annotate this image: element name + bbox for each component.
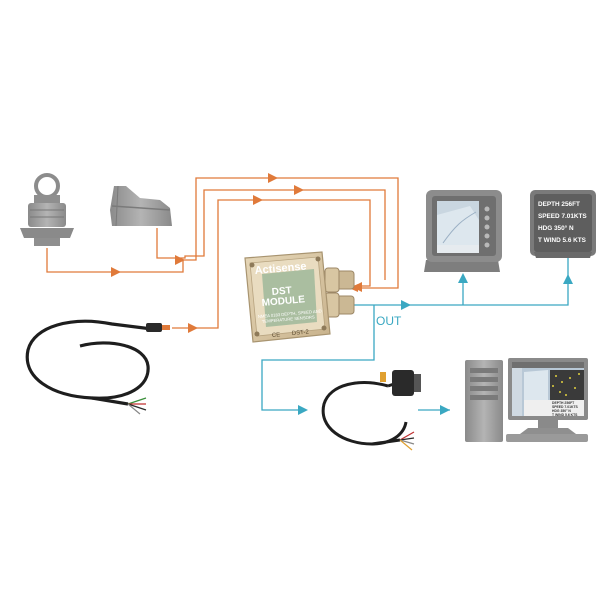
monitor-line3: HDG 350° N	[552, 409, 571, 413]
module-desc-line1: NMEA 0183 DEPTH, SPEED AND	[258, 308, 322, 319]
arrowhead	[188, 323, 198, 333]
module-title-line2: MODULE	[261, 294, 305, 309]
module-title-line1: DST	[271, 285, 292, 298]
output-line-main	[352, 258, 569, 306]
monitor-line2: SPEED 7.01KTS	[552, 405, 579, 409]
transom-transducer-icon	[110, 185, 172, 227]
module-model: DST-2	[292, 329, 310, 337]
monitor-line1: DEPTH 256FT	[552, 401, 575, 405]
input-lines	[46, 177, 399, 329]
input-arrowheads	[111, 173, 362, 333]
pc-icon: DEPTH 256FT SPEED 7.01KTS HDG 350° N T W…	[465, 358, 588, 442]
monitor-line4: T WIND 5.6 KTS	[552, 413, 578, 417]
instrument-line2: SPEED 7.01KTS	[538, 213, 587, 220]
arrowhead	[458, 273, 468, 283]
module-ce-mark: CE	[272, 332, 281, 339]
input-line-transom	[156, 189, 386, 280]
instrument-line1: DEPTH 256FT	[538, 201, 580, 208]
arrowhead	[352, 282, 362, 292]
transducer-cable-icon	[25, 319, 170, 415]
instrument-display-icon: DEPTH 256FT SPEED 7.01KTS HDG 350° N T W…	[530, 190, 596, 258]
input-line-through-hull	[46, 177, 399, 292]
arrowhead	[294, 185, 304, 195]
arrowhead	[401, 300, 411, 310]
arrowhead	[298, 405, 308, 415]
out-label: OUT	[376, 314, 402, 328]
module-brand: Actisense	[254, 261, 307, 277]
arrowhead	[268, 173, 278, 183]
arrowhead	[563, 274, 573, 284]
instrument-line4: T WIND 5.6 KTS	[538, 237, 587, 244]
input-line-cable	[172, 199, 371, 329]
arrowhead	[175, 255, 185, 265]
chartplotter-icon	[424, 190, 502, 272]
db9-serial-cable-icon	[321, 370, 421, 451]
arrowhead	[111, 267, 121, 277]
module-desc-line2: TEMPERATURE SENSORS	[262, 314, 315, 324]
through-hull-transducer-icon	[20, 173, 74, 246]
instrument-line3: HDG 350° N	[538, 224, 574, 232]
dst-module-icon: Actisense DST MODULE NMEA 0183 DEPTH, SP…	[244, 251, 355, 343]
arrowhead	[253, 195, 263, 205]
arrowhead	[440, 405, 450, 415]
output-line-pc	[261, 305, 375, 411]
output-arrowheads	[298, 273, 573, 415]
